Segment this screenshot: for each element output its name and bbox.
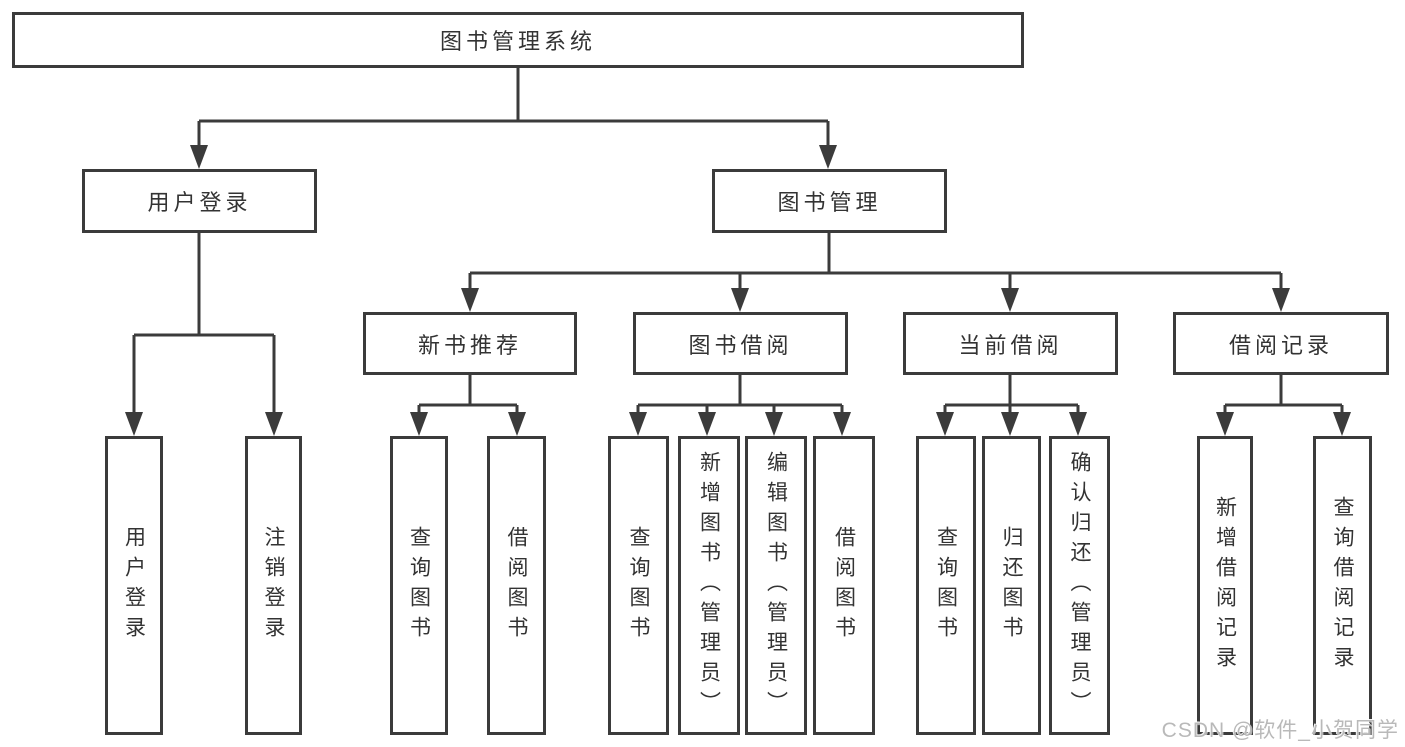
node-label: 图书管理: [777, 190, 882, 215]
node-label: 编辑图书（管理员）: [764, 450, 788, 721]
node-label: 新增图书（管理员）: [697, 450, 721, 721]
node-borrowing-records: 借阅记录: [1173, 312, 1389, 375]
node-label: 借阅图书: [505, 525, 528, 646]
node-current-borrowing: 当前借阅: [903, 312, 1118, 375]
arrowhead-icon: [698, 412, 716, 436]
arrowhead-icon: [833, 412, 851, 436]
node-book-management: 图书管理: [712, 169, 947, 233]
node-label: 注销登录: [262, 525, 285, 646]
node-label: 当前借阅: [958, 332, 1063, 358]
node-add-borrow-record: 新增借阅记录: [1197, 436, 1253, 735]
node-label: 查询借阅记录: [1331, 495, 1354, 676]
arrowhead-icon: [765, 412, 783, 436]
node-query-books-current: 查询图书: [916, 436, 976, 735]
node-query-borrow-record: 查询借阅记录: [1313, 436, 1372, 735]
node-query-books-borrowing: 查询图书: [608, 436, 669, 735]
arrowhead-icon: [731, 288, 749, 312]
node-borrow-books-borrowing: 借阅图书: [813, 436, 875, 735]
arrowhead-icon: [1333, 412, 1351, 436]
arrowhead-icon: [190, 145, 208, 169]
node-label: 查询图书: [407, 525, 431, 646]
node-add-book-admin: 新增图书（管理员）: [678, 436, 740, 735]
node-label: 用户登录: [147, 190, 252, 215]
arrowhead-icon: [1272, 288, 1290, 312]
node-label: 用户登录: [122, 525, 146, 646]
node-label: 图书管理系统: [439, 29, 596, 54]
arrowhead-icon: [1001, 288, 1019, 312]
arrowhead-icon: [1216, 412, 1234, 436]
arrowhead-icon: [1069, 412, 1087, 436]
node-query-books-recommend: 查询图书: [390, 436, 448, 735]
arrowhead-icon: [1001, 412, 1019, 436]
arrowhead-icon: [125, 412, 143, 436]
node-confirm-return-admin: 确认归还（管理员）: [1049, 436, 1110, 735]
node-new-book-recommendation: 新书推荐: [363, 312, 577, 375]
arrowhead-icon: [819, 145, 837, 169]
node-logout: 注销登录: [245, 436, 302, 735]
node-label: 查询图书: [934, 525, 958, 646]
node-book-borrowing: 图书借阅: [633, 312, 848, 375]
arrowhead-icon: [629, 412, 647, 436]
node-label: 借阅记录: [1228, 332, 1333, 358]
node-label: 确认归还（管理员）: [1068, 450, 1091, 721]
node-edit-book-admin: 编辑图书（管理员）: [745, 436, 807, 735]
node-user-login-action: 用户登录: [105, 436, 163, 735]
node-label: 归还图书: [1000, 525, 1023, 646]
node-return-books: 归还图书: [982, 436, 1041, 735]
node-label: 查询图书: [627, 525, 650, 646]
csdn-watermark: CSDN @软件_小贺同学: [1161, 719, 1399, 742]
node-label: 新书推荐: [417, 332, 522, 358]
arrowhead-icon: [508, 412, 526, 436]
node-label: 新增借阅记录: [1213, 495, 1237, 676]
node-label: 图书借阅: [688, 332, 793, 358]
arrowhead-icon: [936, 412, 954, 436]
node-library-management-system: 图书管理系统: [12, 12, 1024, 68]
arrowhead-icon: [461, 288, 479, 312]
arrowhead-icon: [265, 412, 283, 436]
arrowhead-icon: [410, 412, 428, 436]
node-label: 借阅图书: [832, 525, 856, 646]
node-user-login: 用户登录: [82, 169, 317, 233]
node-borrow-books-recommend: 借阅图书: [487, 436, 546, 735]
